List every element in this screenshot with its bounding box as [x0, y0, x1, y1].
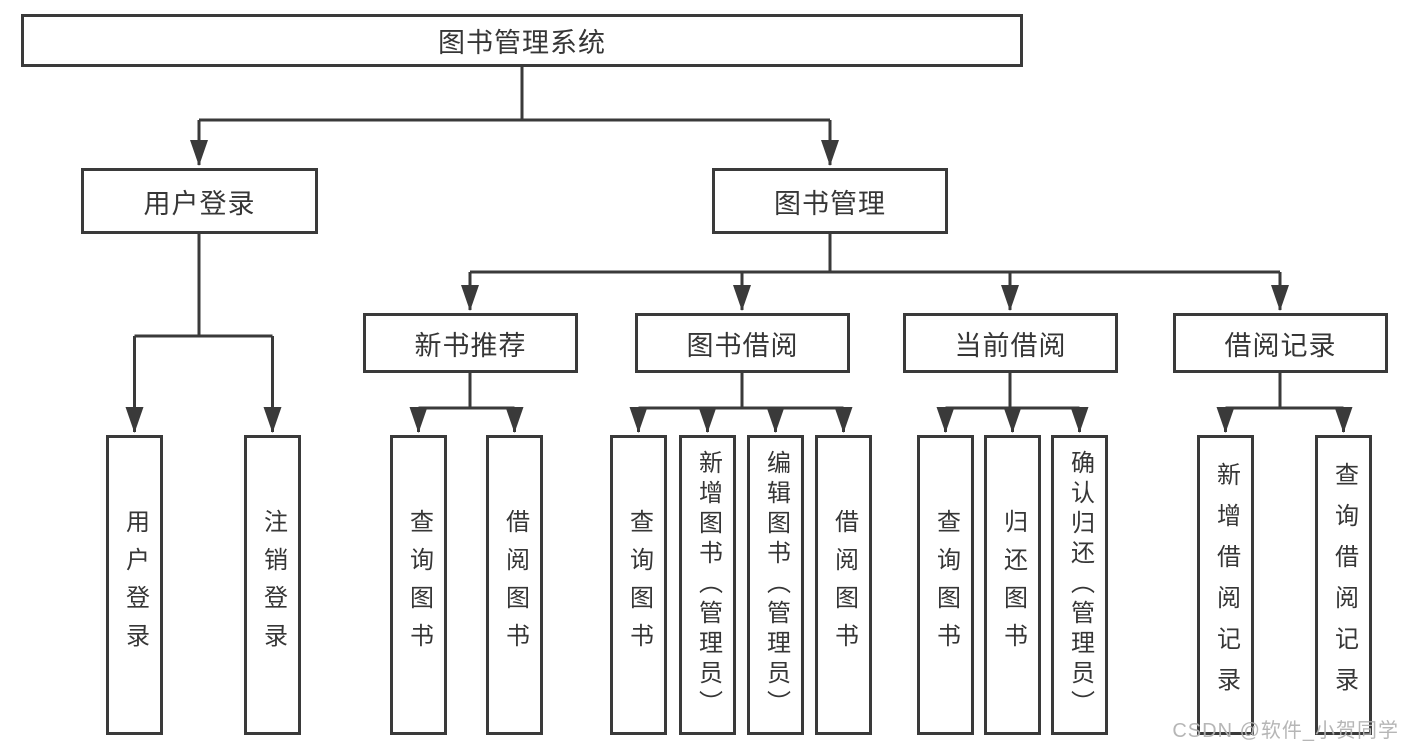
connector-user-login-skeleton: [134, 234, 273, 338]
node-new-book-recommend: 新书推荐: [363, 313, 578, 373]
connector-borrow-record-skeleton: [1225, 373, 1344, 410]
connector-root-skeleton: [199, 67, 830, 122]
node-borrow-record: 借阅记录: [1173, 313, 1388, 373]
connector-book-borrow-skeleton: [638, 373, 844, 410]
csdn-watermark: CSDN @软件_小贺同学: [1172, 720, 1399, 742]
node-root: 图书管理系统: [21, 14, 1023, 67]
connector-book-management-skeleton: [470, 234, 1280, 274]
node-query-book-3: 查询图书: [917, 435, 974, 735]
node-return-book: 归还图书: [984, 435, 1041, 735]
node-user-login-leaf: 用户登录: [106, 435, 163, 735]
node-edit-book-admin: 编辑图书（管理员）: [747, 435, 804, 735]
node-book-management: 图书管理: [712, 168, 948, 234]
node-current-borrow: 当前借阅: [903, 313, 1118, 373]
node-book-borrow: 图书借阅: [635, 313, 850, 373]
node-confirm-return-admin: 确认归还（管理员）: [1051, 435, 1108, 735]
node-add-book-admin: 新增图书（管理员）: [679, 435, 736, 735]
node-borrow-book-2: 借阅图书: [815, 435, 872, 735]
node-user-login: 用户登录: [81, 168, 318, 234]
node-query-book-1: 查询图书: [390, 435, 447, 735]
connector-new-book-skeleton: [418, 373, 515, 410]
node-logout-leaf: 注销登录: [244, 435, 301, 735]
node-add-borrow-record: 新增借阅记录: [1197, 435, 1254, 735]
node-query-book-2: 查询图书: [610, 435, 667, 735]
node-borrow-book-1: 借阅图书: [486, 435, 543, 735]
node-query-borrow-record: 查询借阅记录: [1315, 435, 1372, 735]
connector-current-borrow-skeleton: [945, 373, 1080, 410]
